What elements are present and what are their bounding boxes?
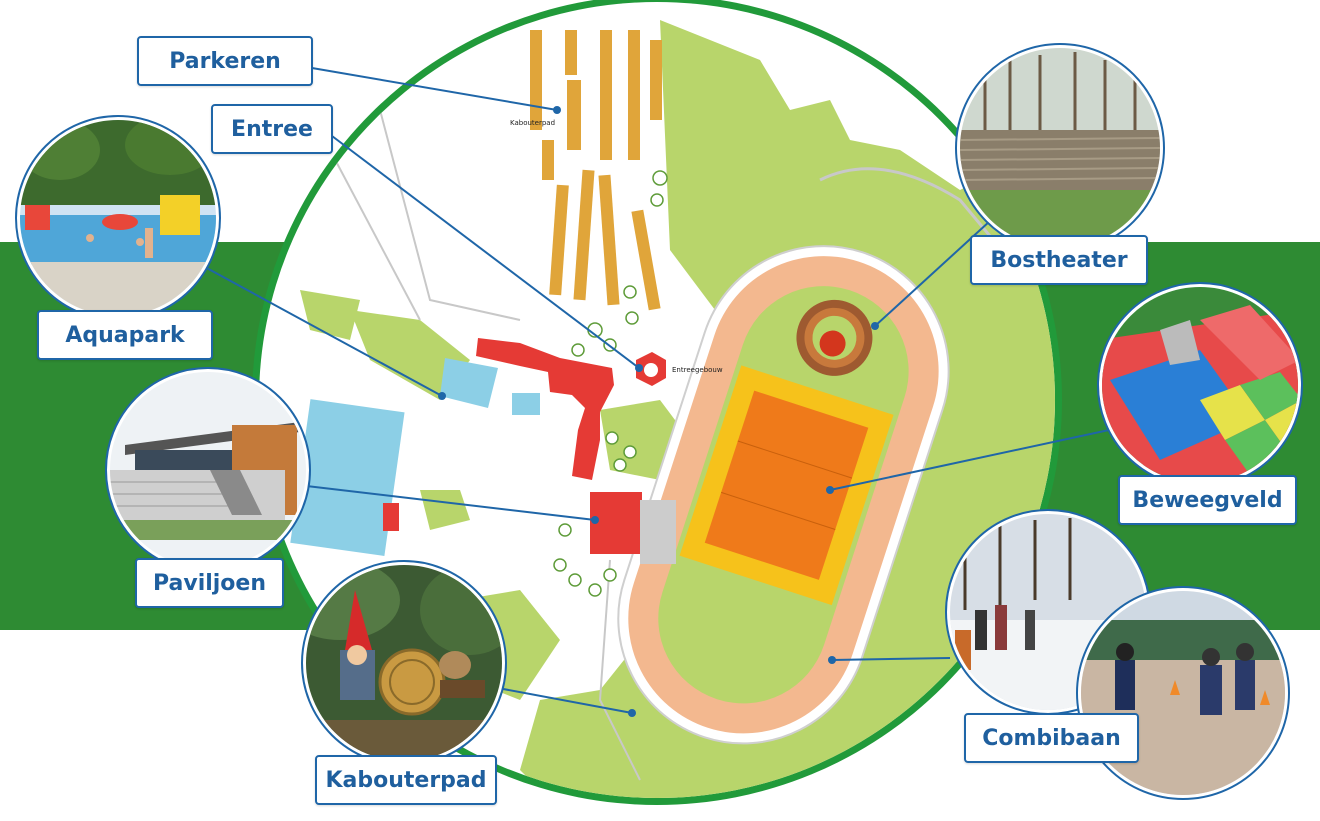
paviljoen-building	[590, 492, 642, 554]
label-entree[interactable]: Entree	[211, 104, 333, 154]
road-line	[819, 167, 1012, 261]
combibaan-track	[617, 245, 950, 745]
pool-large	[290, 399, 405, 556]
label-parkeren[interactable]: Parkeren	[137, 36, 313, 86]
paviljoen-photo	[105, 367, 311, 573]
tribune-building	[640, 500, 676, 564]
pool-medium	[440, 358, 498, 408]
green-patch-aquapark	[350, 310, 470, 400]
kabouterpad-photo	[301, 560, 507, 766]
label-combibaan[interactable]: Combibaan	[964, 713, 1139, 763]
road-line	[379, 109, 521, 321]
parking-area	[530, 30, 662, 311]
pool-small	[512, 393, 540, 415]
aquapark-photo	[15, 115, 221, 321]
leader-lines	[202, 67, 1110, 714]
road-line	[598, 559, 641, 781]
entreegebouw-label: Entreegebouw	[672, 366, 723, 374]
label-beweegveld[interactable]: Beweegveld	[1118, 475, 1297, 525]
leader-dots	[438, 106, 879, 717]
label-paviljoen[interactable]: Paviljoen	[135, 558, 284, 608]
road-line	[329, 149, 421, 321]
bostheater-photo	[955, 43, 1165, 253]
label-kabouterpad[interactable]: Kabouterpad	[315, 755, 497, 805]
beweegveld-photo	[1097, 282, 1303, 488]
street-label: Kabouterpad	[510, 119, 555, 127]
red-building-small	[383, 503, 399, 531]
aquapark-building	[476, 338, 614, 480]
label-aquapark[interactable]: Aquapark	[37, 310, 213, 360]
label-bostheater[interactable]: Bostheater	[970, 235, 1148, 285]
combibaan-photo-skate	[1076, 586, 1290, 800]
